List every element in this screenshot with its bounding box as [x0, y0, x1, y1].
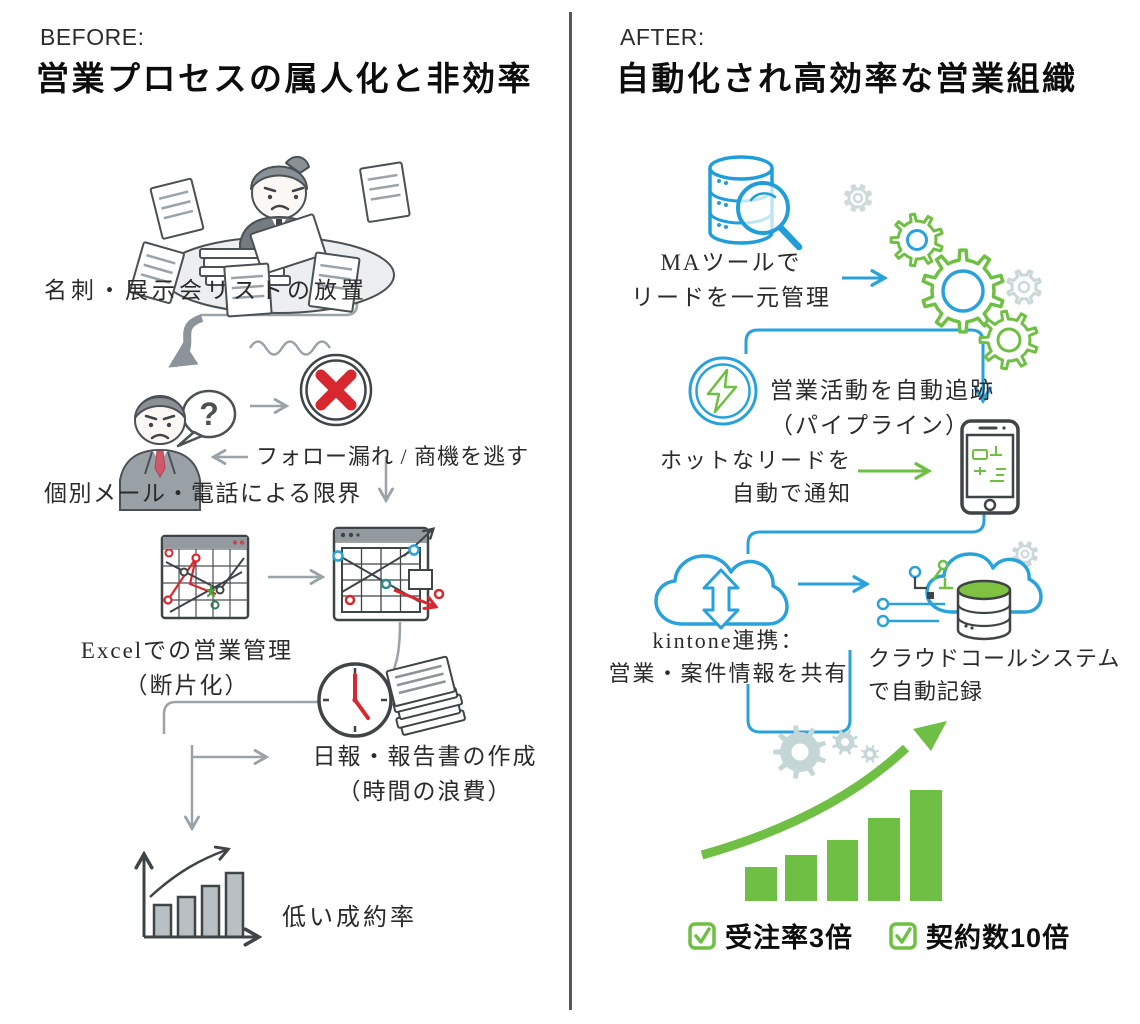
checkbox-icon: [889, 921, 917, 950]
step-hot-line1: ホットなリードを: [659, 448, 852, 473]
open-paper: [249, 213, 327, 275]
spreadsheet-window-2: [332, 526, 445, 622]
cloud-call-system-icon: [876, 541, 1043, 641]
before-title: 営業プロセスの属人化と非効率: [36, 60, 533, 97]
growth-bars: [745, 790, 942, 901]
spreadsheet-window-1: [160, 534, 250, 620]
step-ma-line2: リードを一元管理: [631, 284, 831, 310]
step-followup-label: フォロー漏れ / 商機を逃す: [256, 444, 530, 469]
paper-sheet: [359, 161, 411, 223]
checkbox-icon: [688, 921, 716, 950]
phone-pipeline-graphic: [972, 446, 1006, 482]
paper-sheet: [307, 251, 361, 313]
step-hot-line2: 自動で通知: [731, 481, 852, 506]
question-mark: ?: [199, 396, 219, 432]
step-track-line2: （パイプライン）: [770, 412, 970, 438]
before-label: BEFORE:: [40, 24, 145, 50]
step-cloudcall-label: クラウドコールシステム で自動記録: [868, 642, 1120, 708]
growth-arrow-curve: [700, 744, 910, 860]
step-report-line1: 日報・報告書の作成: [312, 744, 538, 769]
no-entry-icon: [299, 353, 373, 427]
result-contract-count: 契約数10倍: [926, 923, 1071, 953]
paper-sheet: [223, 262, 273, 318]
gear-pale-tiny: [1012, 541, 1038, 567]
result-order-rate: 受注率3倍: [725, 923, 854, 953]
result-item: 受注率3倍: [688, 916, 853, 955]
result-item: 契約数10倍: [889, 916, 1070, 955]
buried-in-papers-illustration: [129, 155, 411, 318]
step-excel-line2: （断片化）: [124, 672, 250, 698]
step-ma-line1: MAツールで: [660, 250, 802, 275]
pale-gears-decoration: [773, 725, 880, 779]
worried-man: [119, 395, 201, 511]
growth-arrow-head: [913, 721, 947, 751]
recording-database: [956, 579, 1012, 641]
after-label: AFTER:: [620, 24, 705, 50]
step-track-label: 営業活動を自動追跡 （パイプライン）: [770, 374, 995, 443]
paper-stack-icon: [385, 655, 466, 736]
smartphone-icon: [960, 419, 1020, 515]
step-excel-label: Excelでの営業管理 （断片化）: [62, 634, 312, 703]
step-cloudcall-line1: クラウドコールシステム: [868, 646, 1121, 671]
database-search-icon: [708, 155, 803, 251]
step-excel-line1: Excelでの営業管理: [80, 638, 294, 663]
step-low-rate-label: 低い成約率: [282, 905, 417, 931]
speech-bubble: ?: [176, 389, 237, 448]
step-track-line1: 営業活動を自動追跡: [770, 378, 995, 403]
worried-man-illustration: ?: [119, 389, 237, 511]
step-ma-label: MAツールで リードを一元管理: [612, 246, 850, 315]
step-individual-label: 個別メール・電話による限界: [44, 481, 362, 506]
lightning-icon: [688, 356, 758, 426]
clock-icon: [317, 662, 393, 738]
gear-pale-right: [1006, 269, 1042, 305]
step-kintone-line1: kintone連携：: [652, 628, 805, 653]
automation-gears-icon: [844, 184, 1042, 371]
center-divider: [569, 12, 572, 1010]
paper-sheet: [129, 241, 185, 305]
cloud-sync-icon: [654, 554, 789, 630]
step-report-line2: （時間の浪費）: [337, 778, 513, 804]
gear-pale-small: [844, 184, 872, 212]
ribbon-arrow: [168, 314, 204, 368]
results-row: 受注率3倍 契約数10倍: [688, 916, 1070, 955]
paper-sheet: [149, 177, 205, 240]
squiggle-line: [248, 340, 332, 356]
growth-chart-icon: [700, 721, 947, 901]
step-report-label: 日報・報告書の作成 （時間の浪費）: [300, 740, 550, 809]
connector-phone-to-kintone: [746, 514, 986, 554]
network-graphic: [876, 559, 953, 628]
step-cloudcall-line2: で自動記録: [868, 679, 984, 704]
step-neglect-label: 名刺・展示会リストの放置: [44, 278, 368, 303]
excel-windows-illustration: [160, 526, 445, 622]
step-kintone-line2: 営業・案件情報を共有: [608, 661, 849, 686]
after-title: 自動化され高効率な営業組織: [616, 60, 1078, 97]
sync-arrows-glyph: [702, 568, 740, 630]
low-growth-chart-icon: [128, 845, 273, 953]
step-kintone-label: kintone連携： 営業・案件情報を共有: [596, 624, 861, 690]
step-hot-label: ホットなリードを 自動で通知: [652, 444, 852, 510]
